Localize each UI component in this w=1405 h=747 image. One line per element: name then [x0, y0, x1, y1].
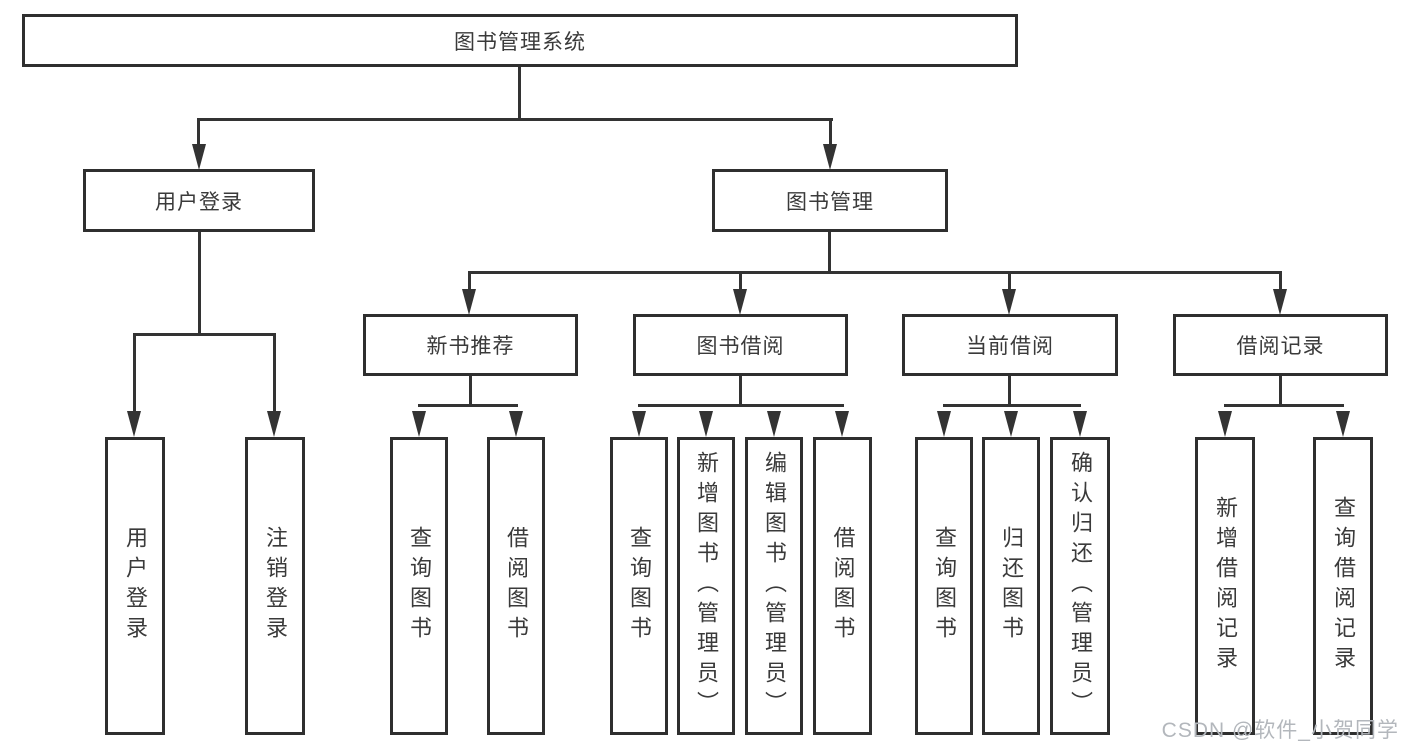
connector-drop-leaf-user-login: [133, 333, 136, 413]
node-current-borrow-label: 当前借阅: [966, 335, 1054, 358]
arrow-down-borrow-books-recommend: [509, 411, 523, 437]
leaf-user-login-label: 用户登录: [123, 526, 148, 646]
connector-book-management-stem: [828, 232, 831, 274]
node-book-management-label: 图书管理: [786, 190, 874, 214]
connector-drop-leaf-logout: [273, 333, 276, 413]
connector-level3-rail: [468, 271, 1282, 274]
node-book-borrow: 图书借阅: [633, 314, 848, 376]
leaf-borrow-books: 借阅图书: [813, 437, 872, 735]
connector-new-book-recommend-rail: [418, 404, 518, 407]
node-root: 图书管理系统: [22, 14, 1018, 67]
leaf-borrow-books-recommend: 借阅图书: [487, 437, 545, 735]
arrow-down-edit-book-admin: [767, 411, 781, 437]
node-borrow-records: 借阅记录: [1173, 314, 1388, 376]
leaf-query-borrow-record: 查询借阅记录: [1313, 437, 1373, 735]
leaf-query-books-recommend: 查询图书: [390, 437, 448, 735]
arrow-down-user-login: [192, 144, 206, 170]
arrow-down-book-borrow: [733, 289, 747, 315]
connector-user-login-rail: [133, 333, 276, 336]
arrow-down-borrow-records: [1273, 289, 1287, 315]
node-root-label: 图书管理系统: [454, 30, 586, 54]
connector-drop-new-book-recommend: [468, 271, 471, 291]
arrow-down-borrow-books: [835, 411, 849, 437]
connector-root-stem: [518, 67, 521, 120]
leaf-query-books-borrow: 查询图书: [610, 437, 668, 735]
leaf-add-book-admin: 新增图书（管理员）: [677, 437, 735, 735]
arrow-down-query-borrow-record: [1336, 411, 1350, 437]
node-new-book-recommend-label: 新书推荐: [426, 335, 515, 358]
leaf-borrow-books-recommend-label: 借阅图书: [504, 526, 529, 646]
leaf-query-books-current-label: 查询图书: [932, 526, 957, 646]
leaf-edit-book-admin: 编辑图书（管理员）: [745, 437, 803, 735]
leaf-add-borrow-record: 新增借阅记录: [1195, 437, 1255, 735]
arrow-down-query-books-recommend: [412, 411, 426, 437]
connector-book-borrow-stem: [739, 376, 742, 407]
leaf-add-borrow-record-label: 新增借阅记录: [1213, 496, 1238, 676]
arrow-down-new-book-recommend: [462, 289, 476, 315]
connector-drop-book-borrow: [739, 271, 742, 291]
watermark: CSDN @软件_小贺同学: [1161, 719, 1399, 742]
node-book-borrow-label: 图书借阅: [696, 335, 785, 358]
connector-drop-book-management: [829, 118, 832, 146]
leaf-query-borrow-record-label: 查询借阅记录: [1331, 496, 1356, 676]
arrow-down-leaf-logout: [267, 411, 281, 437]
node-borrow-records-label: 借阅记录: [1236, 335, 1325, 358]
arrow-down-query-books-current: [937, 411, 951, 437]
leaf-user-login: 用户登录: [105, 437, 165, 735]
node-new-book-recommend: 新书推荐: [363, 314, 578, 376]
leaf-logout: 注销登录: [245, 437, 305, 735]
leaf-confirm-return-admin: 确认归还（管理员）: [1050, 437, 1110, 735]
connector-drop-user-login: [197, 118, 200, 146]
leaf-return-book-label: 归还图书: [999, 526, 1024, 646]
connector-current-borrow-rail: [943, 404, 1081, 407]
leaf-query-books-recommend-label: 查询图书: [407, 526, 432, 646]
leaf-add-book-admin-label: 新增图书（管理员）: [694, 451, 719, 721]
connector-current-borrow-stem: [1008, 376, 1011, 407]
node-user-login: 用户登录: [83, 169, 315, 232]
node-book-management: 图书管理: [712, 169, 948, 232]
arrow-down-book-management: [823, 144, 837, 170]
leaf-borrow-books-label: 借阅图书: [830, 526, 856, 646]
arrow-down-return-book: [1004, 411, 1018, 437]
leaf-return-book: 归还图书: [982, 437, 1040, 735]
leaf-query-books-borrow-label: 查询图书: [627, 526, 652, 646]
connector-borrow-records-rail: [1224, 404, 1344, 407]
node-user-login-label: 用户登录: [155, 190, 243, 214]
leaf-edit-book-admin-label: 编辑图书（管理员）: [762, 451, 787, 721]
connector-new-book-recommend-stem: [469, 376, 472, 407]
connector-drop-current-borrow: [1008, 271, 1011, 291]
connector-level2-rail: [197, 118, 833, 121]
arrow-down-query-books-borrow: [632, 411, 646, 437]
leaf-logout-label: 注销登录: [263, 526, 288, 646]
arrow-down-confirm-return-admin: [1073, 411, 1087, 437]
leaf-confirm-return-admin-label: 确认归还（管理员）: [1068, 451, 1093, 721]
arrow-down-add-borrow-record: [1218, 411, 1232, 437]
node-current-borrow: 当前借阅: [902, 314, 1118, 376]
leaf-query-books-current: 查询图书: [915, 437, 973, 735]
connector-drop-borrow-records: [1279, 271, 1282, 291]
connector-book-borrow-rail: [638, 404, 844, 407]
arrow-down-current-borrow: [1002, 289, 1016, 315]
arrow-down-leaf-user-login: [127, 411, 141, 437]
connector-borrow-records-stem: [1279, 376, 1282, 407]
connector-user-login-stem: [198, 232, 201, 336]
arrow-down-add-book-admin: [699, 411, 713, 437]
